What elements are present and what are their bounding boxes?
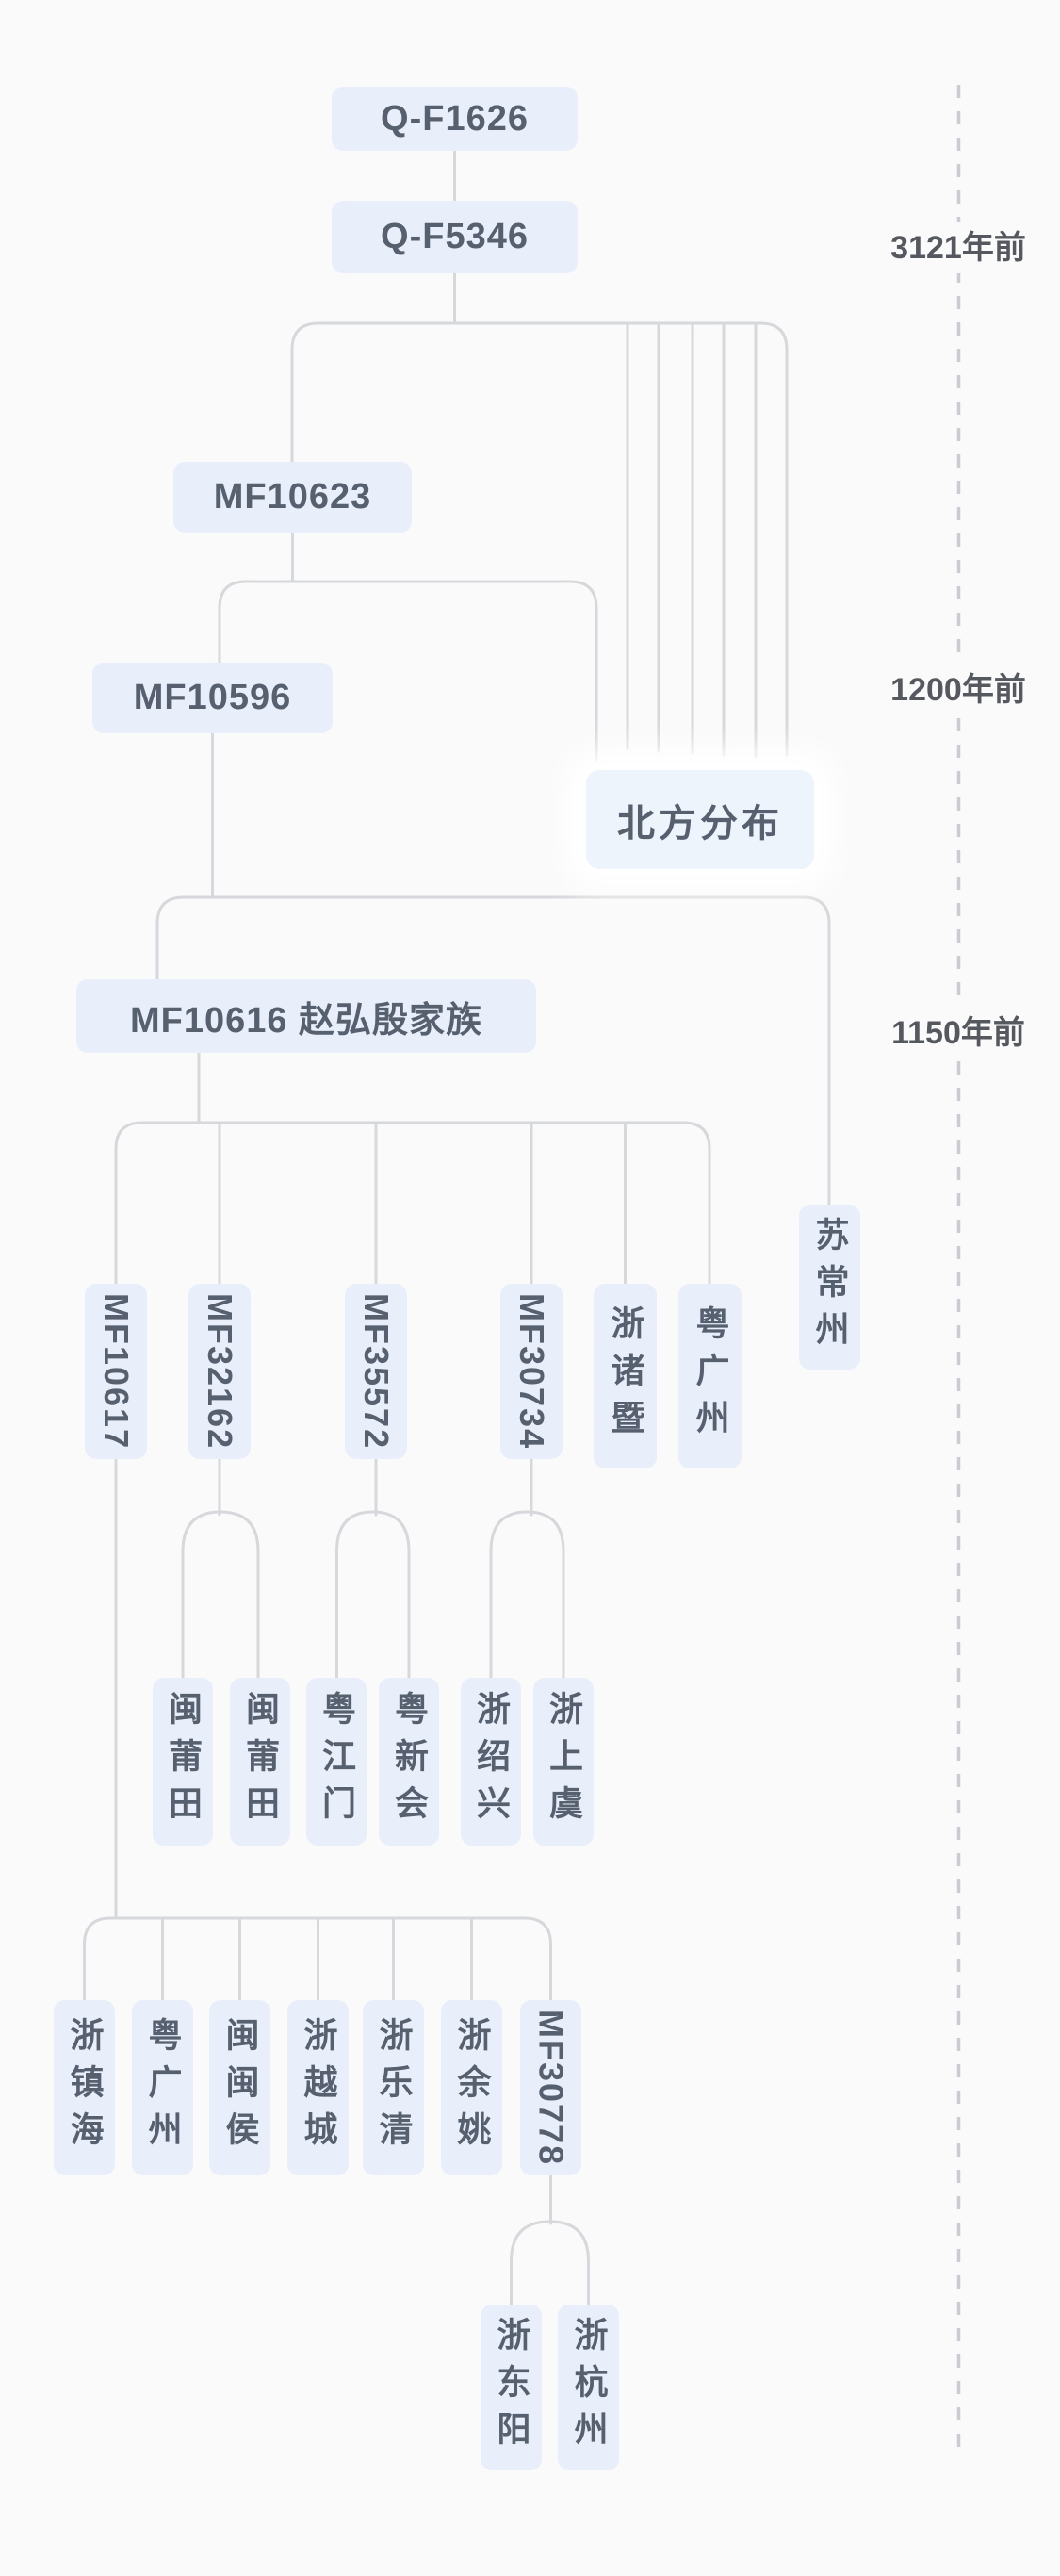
node-su-changzhou[interactable]: 苏常州	[799, 1205, 860, 1370]
node-q-f1626[interactable]: Q-F1626	[332, 87, 578, 151]
bracket-mf30734	[489, 1510, 565, 1680]
node-yue-guangzhou-1[interactable]: 粤广州	[678, 1284, 742, 1468]
node-mf32162[interactable]: MF32162	[188, 1284, 251, 1459]
node-zhe-hangzhou[interactable]: 浙杭州	[558, 2305, 619, 2470]
timeline-label-1200: 1200年前	[879, 665, 1037, 715]
node-zhe-zhenhai[interactable]: 浙镇海	[54, 2000, 115, 2175]
bracket-mf10623	[218, 580, 598, 762]
node-zhe-yuyao[interactable]: 浙余姚	[441, 2000, 502, 2175]
node-yue-xinhui[interactable]: 粤新会	[379, 1678, 439, 1846]
node-q-f5346[interactable]: Q-F5346	[332, 201, 578, 273]
node-zhe-dongyang[interactable]: 浙东阳	[481, 2305, 542, 2470]
node-mf10623[interactable]: MF10623	[173, 462, 412, 533]
node-min-minhou[interactable]: 闽闽侯	[209, 2000, 270, 2175]
bracket-mf10616	[114, 1121, 711, 1286]
node-mf30734[interactable]: MF30734	[500, 1284, 563, 1459]
timeline-label-3121: 3121年前	[879, 222, 1037, 273]
bracket-mf10596	[155, 895, 831, 1206]
node-zhe-zhuji[interactable]: 浙诸暨	[594, 1284, 657, 1468]
node-zhe-shangyu[interactable]: 浙上虞	[533, 1678, 594, 1846]
node-zhe-shaoxing[interactable]: 浙绍兴	[461, 1678, 521, 1846]
node-min-putian-2[interactable]: 闽莆田	[230, 1678, 290, 1846]
node-mf30778[interactable]: MF30778	[520, 2000, 581, 2175]
node-min-putian-1[interactable]: 闽莆田	[153, 1678, 213, 1846]
node-zhe-leqing[interactable]: 浙乐清	[363, 2000, 424, 2175]
node-zhe-yuecheng[interactable]: 浙越城	[287, 2000, 349, 2175]
node-mf10596[interactable]: MF10596	[92, 663, 333, 733]
bracket-mf35572	[335, 1510, 411, 1680]
bracket-mf30778	[510, 2220, 590, 2306]
node-mf10616-zhao-hongyin-family[interactable]: MF10616 赵弘殷家族	[76, 979, 536, 1053]
bracket-mf32162	[181, 1510, 260, 1680]
node-north-distribution[interactable]: 北方分布	[586, 770, 814, 869]
node-mf10617[interactable]: MF10617	[85, 1284, 147, 1459]
timeline-label-1150: 1150年前	[880, 1008, 1036, 1058]
bracket-qf5346	[290, 321, 789, 757]
node-yue-jiangmen[interactable]: 粤江门	[306, 1678, 367, 1846]
node-mf35572[interactable]: MF35572	[345, 1284, 407, 1459]
node-yue-guangzhou-2[interactable]: 粤广州	[132, 2000, 193, 2175]
